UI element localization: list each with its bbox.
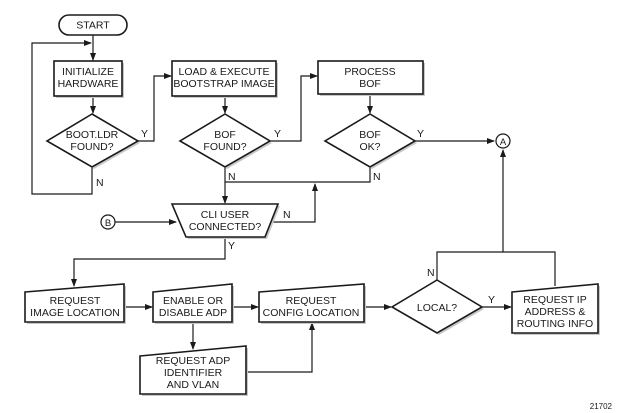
- edge-bof-found-yes: [270, 73, 318, 142]
- node-req-adp-line2: IDENTIFIER: [164, 367, 223, 379]
- connector-a-label: A: [500, 137, 507, 148]
- node-start: START: [58, 14, 128, 36]
- node-local-label: LOCAL?: [417, 302, 457, 314]
- node-bootldr-found: BOOT.LDR FOUND?: [45, 113, 140, 169]
- label-bof-found-no: N: [228, 171, 236, 183]
- node-request-adp-identifier: REQUEST ADP IDENTIFIER AND VLAN: [139, 345, 248, 396]
- node-req-config-line1: REQUEST: [286, 295, 337, 307]
- node-req-ip-line2: ADDRESS &: [525, 306, 586, 318]
- node-cli-user-connected: CLI USER CONNECTED?: [170, 203, 280, 239]
- node-process-bof-line1: PROCESS: [344, 66, 395, 78]
- node-cli-line1: CLI USER: [201, 209, 250, 221]
- node-bof-found-line2: FOUND?: [203, 141, 246, 153]
- node-start-label: START: [76, 20, 110, 32]
- node-init-hardware-line1: INITIALIZE: [62, 66, 114, 78]
- node-local: LOCAL?: [390, 279, 484, 335]
- edge-cli-yes: [71, 237, 226, 287]
- node-req-ip-line1: REQUEST IP: [523, 294, 586, 306]
- node-process-bof: PROCESS BOF: [317, 60, 425, 96]
- node-load-line1: LOAD & EXECUTE: [178, 66, 269, 78]
- label-bof-found-yes: Y: [274, 128, 281, 140]
- node-request-ip-address: REQUEST IP ADDRESS & ROUTING INFO: [511, 283, 600, 335]
- edge-local-no-merge: [436, 251, 556, 286]
- label-bof-ok-yes: Y: [417, 128, 424, 140]
- edge-bootldr-no-loop: [31, 40, 93, 195]
- node-request-config-location: REQUEST CONFIG LOCATION: [258, 283, 366, 324]
- node-bootldr-line2: FOUND?: [70, 141, 113, 153]
- node-bof-ok: BOF OK?: [323, 113, 417, 169]
- node-bof-ok-line1: BOF: [359, 129, 381, 141]
- edge-adp-config: [246, 322, 315, 373]
- node-req-image-line1: REQUEST: [50, 295, 101, 307]
- label-local-no: N: [427, 267, 435, 279]
- connector-b: B: [100, 214, 116, 230]
- connector-b-label: B: [105, 218, 111, 229]
- connector-a: A: [495, 133, 511, 149]
- label-bootldr-no: N: [96, 177, 104, 189]
- node-enable-adp-line2: DISABLE ADP: [159, 307, 227, 319]
- node-bof-found-line1: BOF: [214, 129, 236, 141]
- node-load-bootstrap: LOAD & EXECUTE BOOTSTRAP IMAGE: [171, 60, 278, 98]
- edge-labels: Y N Y N Y N N Y N Y: [96, 128, 495, 306]
- edge-cli-no: [273, 183, 318, 223]
- label-bof-ok-no: N: [373, 171, 381, 183]
- node-init-hardware: INITIALIZE HARDWARE: [53, 60, 124, 98]
- node-bootldr-line1: BOOT.LDR: [66, 129, 119, 141]
- edges: [31, 35, 556, 373]
- node-req-ip-line3: ROUTING INFO: [517, 318, 593, 330]
- node-init-hardware-line2: HARDWARE: [58, 78, 119, 90]
- node-bof-ok-line2: OK?: [359, 141, 380, 153]
- node-req-adp-line3: AND VLAN: [167, 379, 220, 391]
- node-process-bof-line2: BOF: [359, 78, 381, 90]
- node-bof-found: BOF FOUND?: [178, 113, 272, 169]
- node-req-adp-line1: REQUEST ADP: [156, 355, 231, 367]
- node-load-line2: BOOTSTRAP IMAGE: [173, 78, 274, 90]
- label-bootldr-yes: Y: [141, 128, 148, 140]
- node-enable-adp-line1: ENABLE OR: [163, 295, 224, 307]
- edge-bof-ok-no: [225, 167, 371, 183]
- label-cli-yes: Y: [228, 240, 235, 252]
- node-req-image-line2: IMAGE LOCATION: [30, 307, 120, 319]
- label-local-yes: Y: [488, 294, 495, 306]
- node-req-config-line2: CONFIG LOCATION: [263, 307, 360, 319]
- node-request-image-location: REQUEST IMAGE LOCATION: [24, 283, 126, 324]
- edge-bootldr-yes: [138, 73, 172, 142]
- node-cli-line2: CONNECTED?: [189, 221, 262, 233]
- label-cli-no: N: [283, 209, 291, 221]
- node-enable-disable-adp: ENABLE OR DISABLE ADP: [152, 283, 234, 324]
- figure-id: 21702: [590, 402, 613, 411]
